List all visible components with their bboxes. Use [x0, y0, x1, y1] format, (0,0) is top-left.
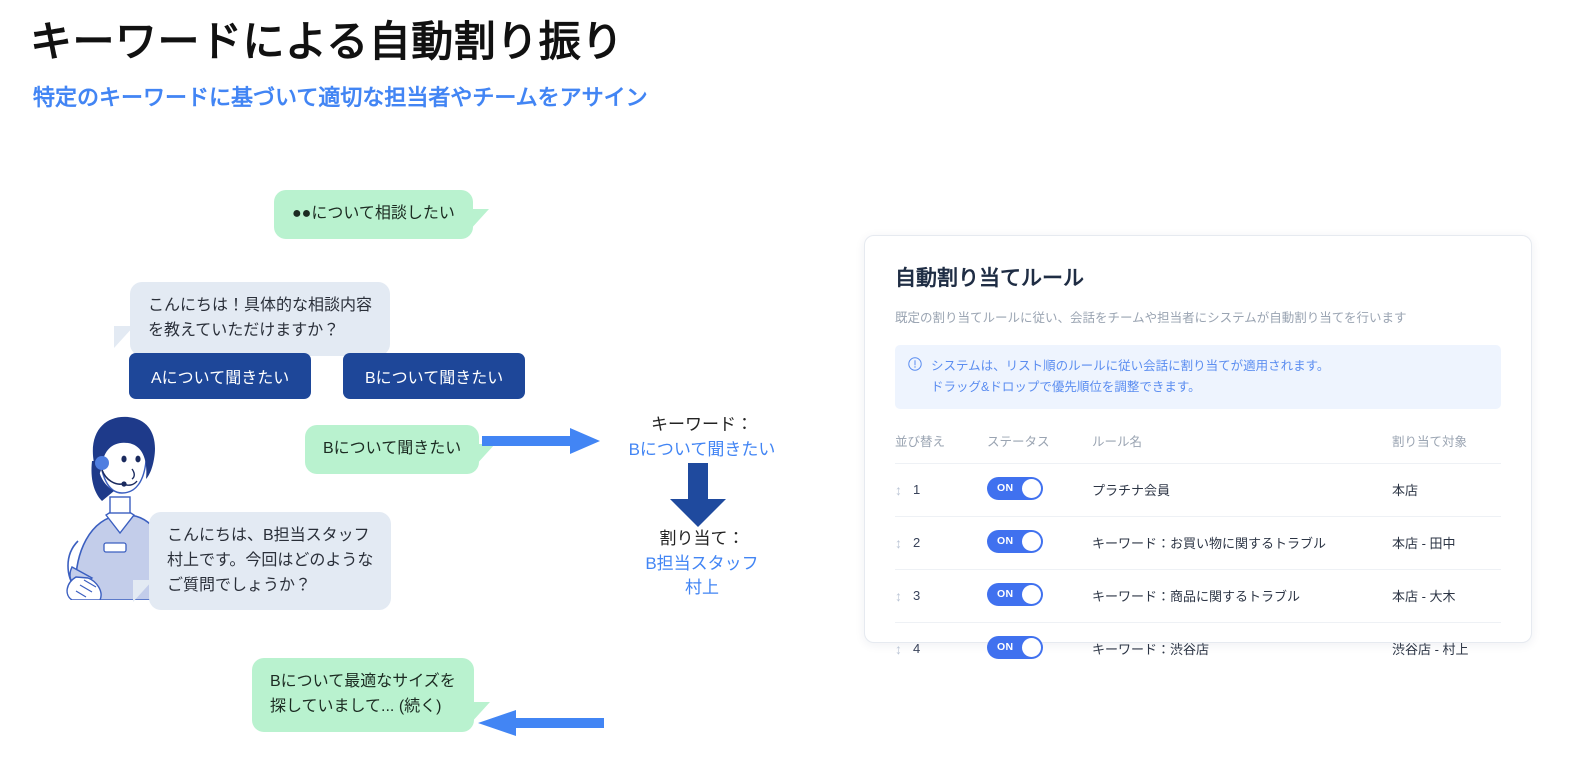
rule-name: キーワード：商品に関するトラブル — [1092, 568, 1392, 622]
status-toggle-label: ON — [997, 482, 1014, 494]
page-title: キーワードによる自動割り振り — [30, 18, 624, 65]
rule-target: 本店 - 田中 — [1392, 515, 1501, 569]
rule-order: 1 — [913, 482, 921, 497]
drag-vertical-icon[interactable]: ↕ — [895, 481, 902, 498]
rule-target: 本店 - 大木 — [1392, 568, 1501, 622]
card-title: 自動割り当てルール — [895, 267, 1084, 290]
arrow-left-icon — [478, 710, 604, 736]
info-banner: システムは、リスト順のルールに従い会話に割り当てが適用されます。 ドラッグ&ドロ… — [895, 345, 1501, 409]
arrow-right-icon — [482, 428, 600, 454]
flow-assignee-label: 割り当て： — [659, 529, 745, 548]
status-toggle-knob — [1022, 584, 1041, 604]
table-header-row: 並び替え ステータス ルール名 割り当て対象 — [895, 431, 1501, 464]
support-operator-illustration — [58, 415, 193, 601]
chat-conversation-panel: ●●について相談したい こんにちは！具体的な相談内容 を教えていただけますか？ … — [0, 160, 840, 760]
arrow-down-icon — [670, 463, 726, 527]
flow-assignee-value: B担当スタッフ 村上 — [645, 553, 759, 598]
status-toggle-knob — [1022, 531, 1041, 551]
status-toggle-label: ON — [997, 535, 1014, 547]
chat-bubble-customer-2: Bについて聞きたい — [305, 425, 496, 474]
flow-keyword-label: キーワード： — [651, 415, 753, 434]
rule-name: キーワード：渋谷店 — [1092, 621, 1392, 675]
rule-name: プラチナ会員 — [1092, 462, 1392, 516]
page-subtitle: 特定のキーワードに基づいて適切な担当者やチームをアサイン — [33, 85, 648, 110]
status-toggle[interactable]: ON — [987, 476, 1043, 500]
rule-order: 4 — [913, 641, 921, 656]
exclamation-circle-icon — [908, 357, 922, 376]
table-row[interactable]: ↕ 4 ON キーワード：渋谷店 渋谷店 - 村上 — [895, 621, 1501, 675]
flow-keyword-block: キーワード： Bについて聞きたい — [597, 413, 807, 462]
rules-table: 並び替え ステータス ルール名 割り当て対象 ↕ 1 ON — [895, 431, 1501, 675]
table-row[interactable]: ↕ 2 ON キーワード：お買い物に関するトラブル 本店 - 田中 — [895, 515, 1501, 569]
drag-vertical-icon[interactable]: ↕ — [895, 640, 902, 657]
chat-bubble-customer-3: Bについて最適なサイズを 探していまして... (続く) — [252, 658, 490, 732]
status-toggle-label: ON — [997, 641, 1014, 653]
rule-order: 2 — [913, 535, 921, 550]
quick-reply-button-b[interactable]: Bについて聞きたい — [343, 353, 526, 399]
drag-vertical-icon[interactable]: ↕ — [895, 534, 902, 551]
quick-reply-button-a[interactable]: Aについて聞きたい — [129, 353, 312, 399]
chat-bubble-customer-1: ●●について相談したい — [274, 190, 489, 239]
status-toggle-label: ON — [997, 588, 1014, 600]
card-description: 既定の割り当てルールに従い、会話をチームや担当者にシステムが自動割り当てを行いま… — [895, 311, 1407, 325]
rule-target: 本店 — [1392, 462, 1501, 516]
flow-keyword-value: Bについて聞きたい — [628, 439, 776, 459]
status-toggle[interactable]: ON — [987, 582, 1043, 606]
rule-name: キーワード：お買い物に関するトラブル — [1092, 515, 1392, 569]
column-header-status: ステータス — [987, 434, 1050, 449]
status-toggle[interactable]: ON — [987, 635, 1043, 659]
chat-bubble-agent-1: こんにちは！具体的な相談内容 を教えていただけますか？ — [113, 282, 391, 356]
info-banner-text: システムは、リスト順のルールに従い会話に割り当てが適用されます。 ドラッグ&ドロ… — [931, 359, 1330, 394]
column-header-name: ルール名 — [1092, 434, 1143, 449]
column-header-order: 並び替え — [895, 434, 946, 449]
table-row[interactable]: ↕ 1 ON プラチナ会員 本店 — [895, 462, 1501, 516]
rule-order: 3 — [913, 588, 921, 603]
drag-vertical-icon[interactable]: ↕ — [895, 587, 902, 604]
rule-target: 渋谷店 - 村上 — [1392, 621, 1501, 675]
status-toggle-knob — [1022, 637, 1041, 657]
table-row[interactable]: ↕ 3 ON キーワード：商品に関するトラブル 本店 - 大木 — [895, 568, 1501, 622]
column-header-target: 割り当て対象 — [1392, 434, 1468, 449]
flow-assignee-block: 割り当て： B担当スタッフ 村上 — [597, 527, 807, 601]
status-toggle-knob — [1022, 478, 1041, 498]
chat-bubble-agent-2: こんにちは、B担当スタッフ 村上です。今回はどのような ご質問でしょうか？ — [132, 512, 392, 611]
auto-assignment-rules-card: 自動割り当てルール 既定の割り当てルールに従い、会話をチームや担当者にシステムが… — [864, 235, 1532, 675]
status-toggle[interactable]: ON — [987, 529, 1043, 553]
